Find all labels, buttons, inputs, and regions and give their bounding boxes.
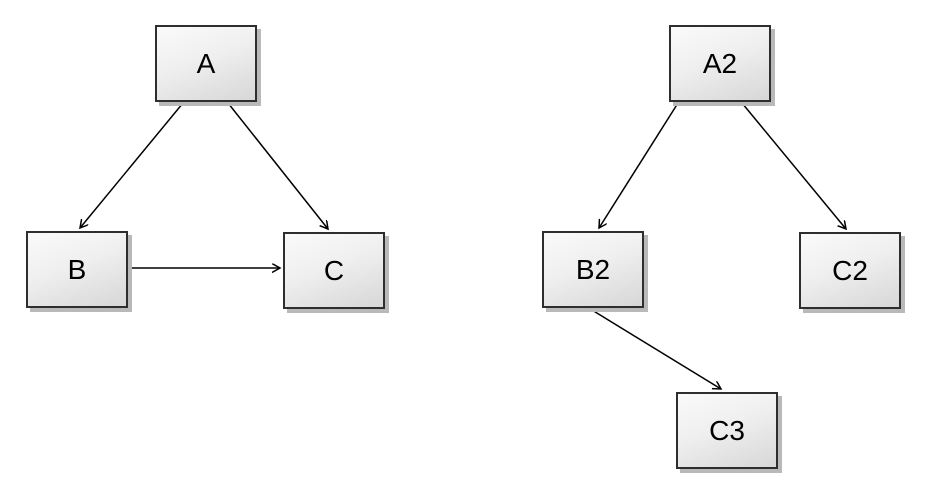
node-C2-label: C2 bbox=[832, 254, 868, 286]
node-B[interactable]: B bbox=[26, 231, 128, 308]
node-B2-label: B2 bbox=[575, 253, 611, 285]
node-C-label: C bbox=[323, 254, 345, 286]
node-C[interactable]: C bbox=[283, 232, 385, 309]
edge-A2-C2[interactable] bbox=[741, 102, 846, 229]
node-A2-label: A2 bbox=[702, 47, 738, 79]
node-C3[interactable]: C3 bbox=[676, 392, 778, 469]
edge-A2-B2[interactable] bbox=[599, 102, 679, 228]
node-A2[interactable]: A2 bbox=[669, 25, 771, 102]
node-A[interactable]: A bbox=[155, 25, 257, 102]
edge-A-C[interactable] bbox=[227, 102, 328, 229]
node-A-label: A bbox=[196, 47, 216, 79]
edge-A-B[interactable] bbox=[80, 102, 184, 228]
node-B-label: B bbox=[67, 253, 87, 285]
node-C3-label: C3 bbox=[709, 414, 745, 446]
edge-B2-C3[interactable] bbox=[591, 309, 721, 389]
node-C2[interactable]: C2 bbox=[799, 232, 901, 309]
node-B2[interactable]: B2 bbox=[542, 231, 644, 308]
